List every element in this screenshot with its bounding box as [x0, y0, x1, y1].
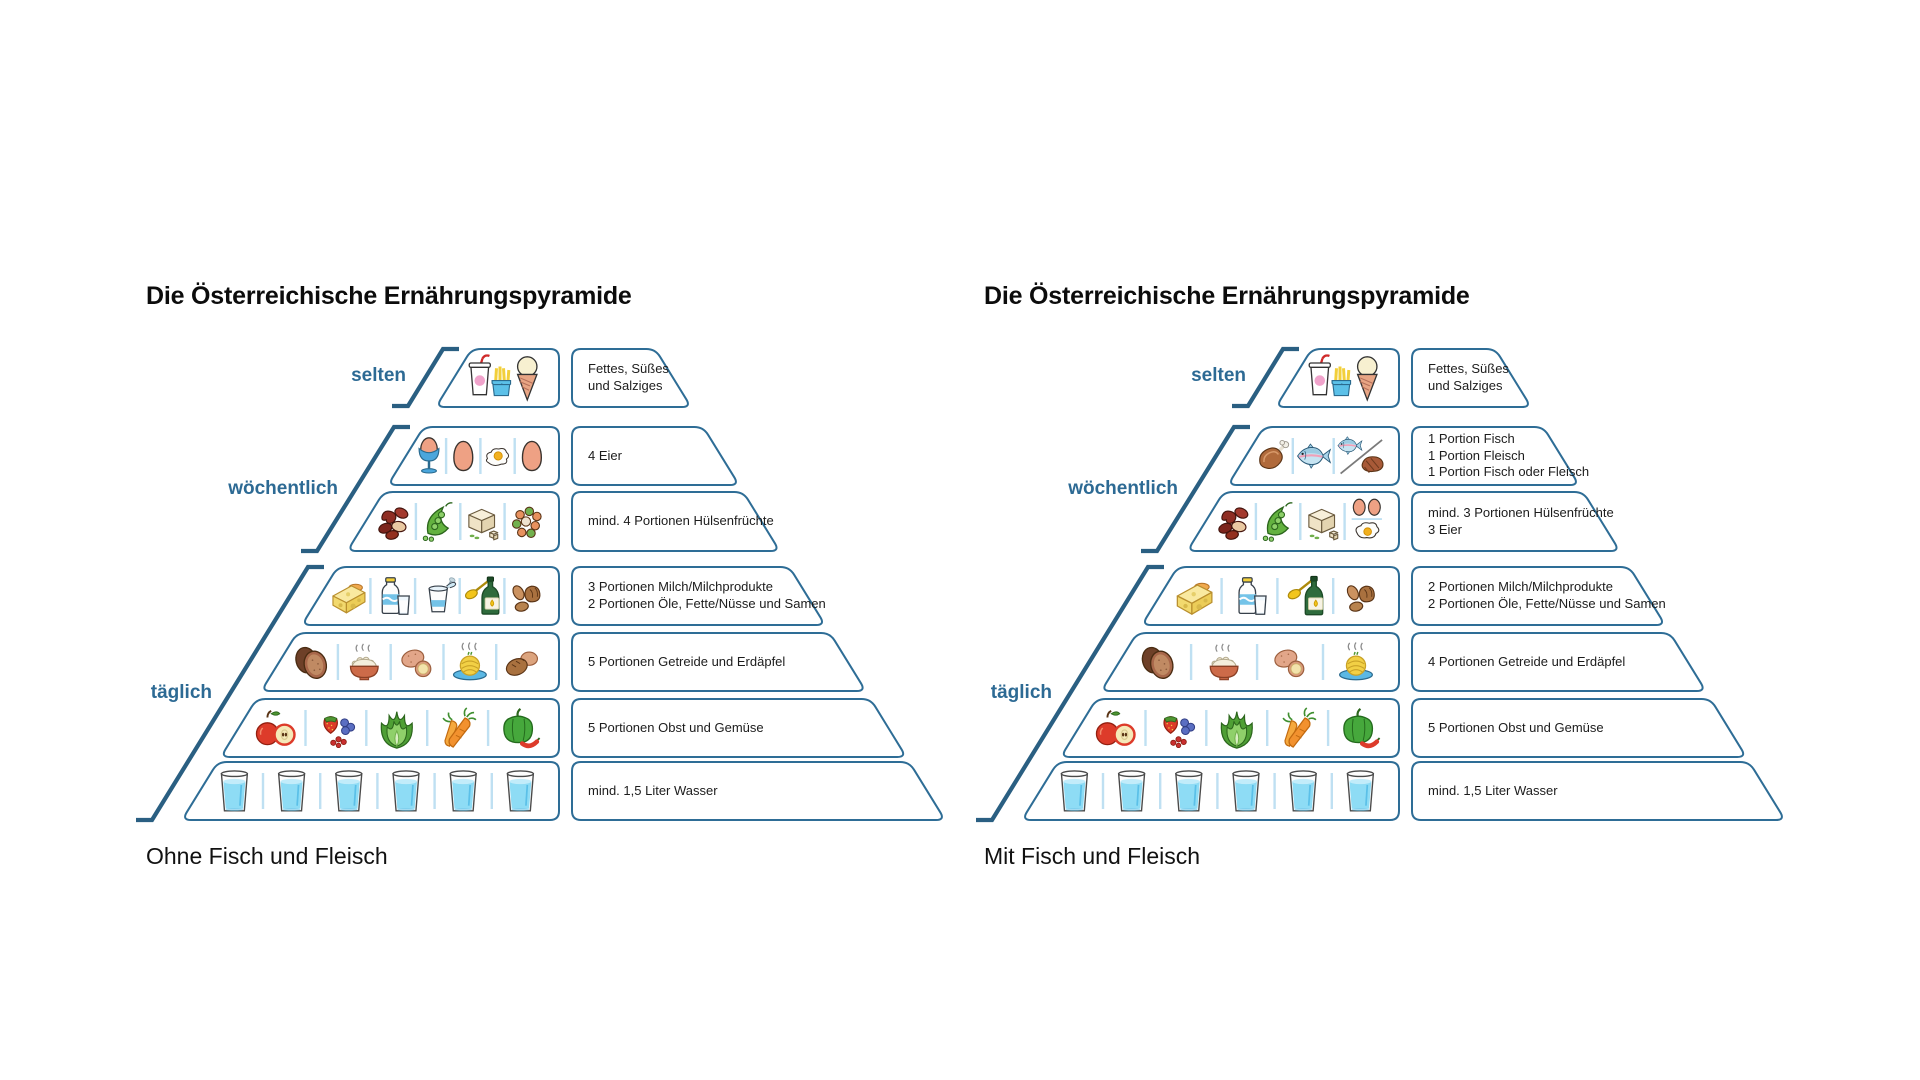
right-milch-oele-label: 2 Portionen Milch/Milchprodukte 2 Portio… — [1428, 579, 1666, 611]
right-pyramid-milch-oele-label-box — [1411, 566, 1663, 626]
right-pyramid-fisch-fleisch-label-box — [1411, 426, 1577, 486]
left-obst-gemuese-label: 5 Portionen Obst und Gemüse — [588, 719, 764, 735]
right-frequency-woechentlich: wöchentlich — [1068, 478, 1178, 499]
right-pyramid-title: Die Österreichische Ernährungspyramide — [984, 282, 1470, 310]
left-pyramid-getreide-label-box — [571, 632, 864, 692]
water-glass-icon — [392, 770, 420, 812]
left-pyramid — [136, 346, 943, 823]
right-fisch-fleisch-label: 1 Portion Fisch 1 Portion Fleisch 1 Port… — [1428, 430, 1590, 480]
left-pyramid-obst-gemuese-label-box — [571, 698, 905, 758]
right-getreide-label: 4 Portionen Getreide und Erdäpfel — [1428, 653, 1626, 669]
left-pyramid-bracket-taeglich — [136, 564, 324, 823]
left-milch-oele-label: 3 Portionen Milch/Milchprodukte 2 Portio… — [588, 579, 826, 611]
water-glass-icon — [1289, 770, 1318, 812]
left-pyramid-milch-oele-label-box — [571, 566, 823, 626]
left-pyramid-huelsenfruechte-label-box — [571, 491, 778, 552]
right-pyramid-caption: Mit Fisch und Fleisch — [984, 843, 1201, 869]
water-glass-icon — [506, 770, 535, 812]
left-wasser-label: mind. 1,5 Liter Wasser — [588, 782, 718, 798]
right-huelsenfruechte-eier-label: mind. 3 Portionen Hülsenfrüchte 3 Eier — [1428, 504, 1614, 537]
right-pyramid-milch-oele-icon-box — [1144, 566, 1400, 626]
left-pyramid-wasser-label-box — [571, 761, 943, 821]
right-pyramid-bracket-taeglich — [976, 564, 1164, 823]
water-glass-icon — [1174, 770, 1203, 812]
left-pyramid-huelsenfruechte-icon-box — [349, 491, 560, 552]
left-selten-label: Fettes, Süßes und Salziges — [588, 361, 669, 393]
left-frequency-taeglich: täglich — [150, 682, 212, 703]
right-pyramid-bracket-selten — [1232, 346, 1299, 409]
right-pyramid-getreide-label-box — [1411, 632, 1704, 692]
right-pyramid-bracket-woechentlich — [1141, 424, 1250, 554]
left-frequency-selten: selten — [351, 365, 406, 386]
left-pyramid-bracket-selten — [392, 346, 459, 409]
left-getreide-label: 5 Portionen Getreide und Erdäpfel — [588, 653, 786, 669]
water-glass-icon — [1060, 770, 1089, 812]
right-frequency-selten: selten — [1191, 365, 1246, 386]
egg-icon — [453, 440, 474, 472]
water-glass-icon — [1232, 770, 1260, 812]
water-glass-icon — [1346, 770, 1375, 812]
left-frequency-woechentlich: wöchentlich — [228, 478, 338, 499]
right-pyramid-huelsenfruechte-eier-icon-box — [1189, 491, 1400, 552]
left-pyramid-caption: Ohne Fisch und Fleisch — [146, 843, 388, 869]
left-eier-label: 4 Eier — [588, 447, 622, 463]
water-glass-icon — [1117, 770, 1146, 812]
left-pyramid-title: Die Österreichische Ernährungspyramide — [146, 282, 632, 310]
right-selten-label: Fettes, Süßes und Salziges — [1428, 361, 1509, 393]
right-frequency-taeglich: täglich — [990, 682, 1052, 703]
right-pyramid-obst-gemuese-label-box — [1411, 698, 1745, 758]
right-pyramid-huelsenfruechte-eier-label-box — [1411, 491, 1618, 552]
right-pyramid-wasser-label-box — [1411, 761, 1783, 821]
left-pyramid-selten-label-box — [571, 348, 689, 408]
water-glass-icon — [277, 770, 306, 812]
right-wasser-label: mind. 1,5 Liter Wasser — [1428, 782, 1558, 798]
right-obst-gemuese-label: 5 Portionen Obst und Gemüse — [1428, 719, 1604, 735]
left-pyramid-eier-label-box — [571, 426, 737, 486]
right-pyramid-selten-label-box — [1411, 348, 1529, 408]
water-glass-icon — [449, 770, 478, 812]
right-pyramid-getreide-icon-box — [1103, 632, 1400, 692]
water-glass-icon — [220, 770, 249, 812]
water-glass-icon — [334, 770, 363, 812]
left-pyramid-bracket-woechentlich — [301, 424, 410, 554]
egg-icon — [521, 440, 543, 472]
right-pyramid — [976, 346, 1783, 823]
left-huelsenfruechte-label: mind. 4 Portionen Hülsenfrüchte — [588, 513, 774, 529]
